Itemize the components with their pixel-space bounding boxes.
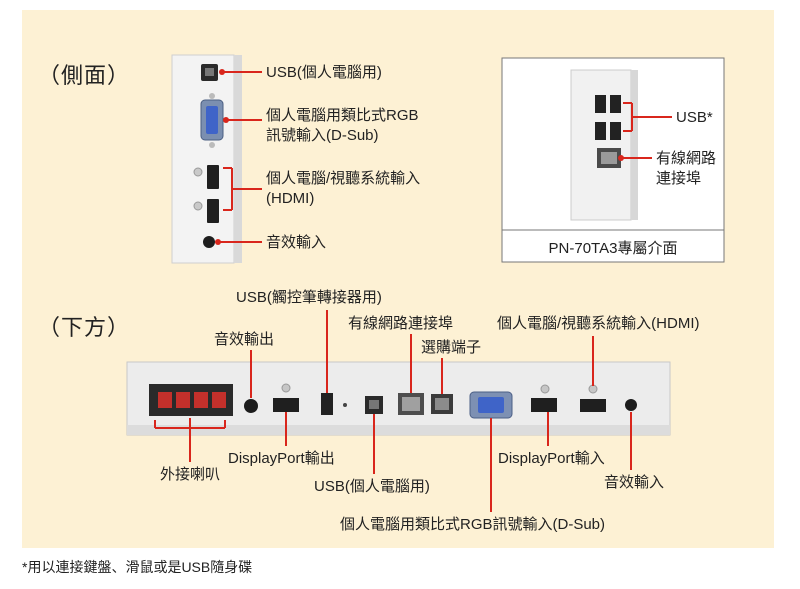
lan-label: 有線網路連接埠 [348,315,454,332]
inset-lan-label-line2: 連接埠 [656,170,702,187]
dp-out-label: DisplayPort輸出 [228,450,335,467]
hdmi-port [580,399,606,412]
side-hdmi-label-line1: 個人電腦/視聽系統輸入 [266,170,421,187]
inset-usb-label: USB* [676,109,713,126]
rgb-label: 個人電腦用類比式RGB訊號輸入(D-Sub) [340,516,606,533]
inset-usb-port-2 [610,95,621,113]
inset-panel [570,69,632,221]
audio-in-label: 音效輸入 [604,474,665,491]
usb-touch-label: USB(觸控筆轉接器用) [236,289,382,306]
displayport-out [273,398,299,412]
inset-caption: PN-70TA3專屬介面 [548,240,678,257]
audio-out-label: 音效輸出 [214,331,275,348]
side-view-title: （側面） [38,63,131,88]
dp-in-label: DisplayPort輸入 [498,450,605,467]
usb-pc-label: USB(個人電腦用) [314,478,430,495]
side-panel [171,54,235,264]
side-audio-in-label: 音效輸入 [266,234,327,251]
usb-touch-port [321,393,333,415]
audio-out-jack [244,399,258,413]
audio-in-jack [625,399,637,411]
inset-usb-port-1 [595,95,606,113]
speaker-label: 外接喇叭 [160,466,221,483]
displayport-in [531,398,557,412]
footnote: *用以連接鍵盤、滑鼠或是USB隨身碟 [22,559,253,575]
side-usb-label: USB(個人電腦用) [266,64,382,81]
side-rgb-label-line2: 訊號輸入(D-Sub) [266,127,379,144]
speaker-terminals [149,384,233,416]
side-audio-jack [203,236,215,248]
side-hdmi-port-1 [207,165,219,189]
option-label: 選購端子 [421,339,482,356]
side-hdmi-label-line2: (HDMI) [266,190,315,207]
side-hdmi-port-2 [207,199,219,223]
side-rgb-label-line1: 個人電腦用類比式RGB [266,107,419,124]
inset-usb-port-3 [595,122,606,140]
inset-usb-port-4 [610,122,621,140]
hdmi-label: 個人電腦/視聽系統輸入(HDMI) [497,315,700,332]
inset-lan-label-line1: 有線網路 [656,150,717,167]
bottom-view-title: （下方） [38,315,131,340]
